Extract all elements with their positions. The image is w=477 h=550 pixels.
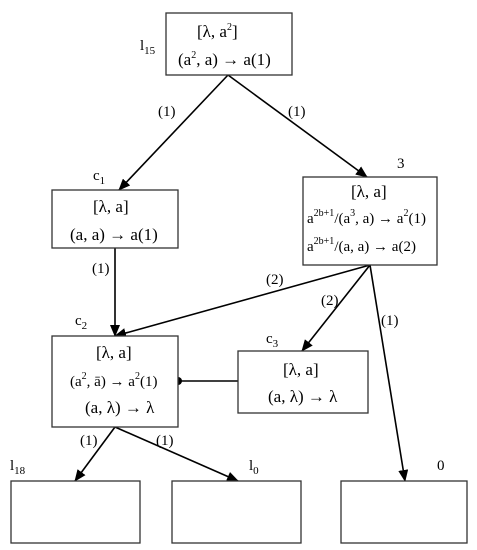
node-l15-line1: [λ, a2] [197,22,238,41]
node-l15-box [165,12,293,76]
edge-label-n3-c2: (2) [266,272,284,288]
node-3: 3 [λ, a] a2b+1/(a3, a) → a2(1) a2b+1/(a,… [302,156,438,266]
edge-label-n3-c3: (2) [321,293,339,309]
node-c3-label: c3 [266,331,279,350]
node-c3-line2: (a, λ) → λ [268,387,338,406]
node-c2-line1: [λ, a] [96,343,132,362]
node-l0: l0 [171,458,302,544]
node-0-box [340,480,468,544]
node-l18-label: l18 [10,458,26,477]
node-c1: c1 [λ, a] (a, a) → a(1) [51,168,179,249]
node-c2-box [51,335,179,428]
node-c3-line1: [λ, a] [283,360,319,379]
edge-n3-n0 [369,264,409,482]
node-c2-line3: (a, λ) → λ [85,398,155,417]
node-0-label: 0 [437,458,445,474]
node-l18: l18 [10,458,141,544]
node-c2-line2: (a2, ā) → a2(1) [70,371,157,390]
node-c1-box [51,189,179,249]
node-l15-line2: (a2, a) → a(1) [178,50,271,69]
edge-c2-l18 [74,426,116,482]
node-l15: l15 [λ, a2] (a2, a) → a(1) [140,12,293,76]
edge-c2-l0 [114,426,239,482]
edge-label-l15-c1: (1) [158,104,176,120]
node-l18-box [10,480,141,544]
node-0: 0 [340,458,468,544]
node-c2: c2 [λ, a] (a2, ā) → a2(1) (a, λ) → λ [51,313,179,428]
edge-l15-c1 [118,74,229,191]
node-l0-box [171,480,302,544]
node-3-box [302,176,438,266]
edge-label-c2-l0: (1) [156,433,174,449]
node-3-line1: [λ, a] [351,182,387,201]
node-3-label: 3 [397,156,405,172]
edge-label-c2-l18: (1) [80,433,98,449]
node-l0-label: l0 [249,458,259,477]
node-3-line3: a2b+1/(a, a) → a(2) [307,236,416,255]
edge-l15-n3 [227,74,368,178]
node-3-line2: a2b+1/(a3, a) → a2(1) [307,208,426,227]
edge-label-l15-n3: (1) [288,104,306,120]
edge-n3-c2 [114,264,371,338]
edge-label-n3-n0: (1) [381,313,399,329]
node-c1-line2: (a, a) → a(1) [70,225,158,244]
node-l15-label: l15 [140,38,156,57]
node-c3: c3 [λ, a] (a, λ) → λ [237,331,369,414]
edge-label-c1-c2: (1) [92,261,110,277]
edge-n3-c3 [301,264,371,352]
node-c1-line1: [λ, a] [93,197,129,216]
node-c3-box [237,350,369,414]
node-c1-label: c1 [93,168,105,187]
node-c2-label: c2 [75,313,87,332]
